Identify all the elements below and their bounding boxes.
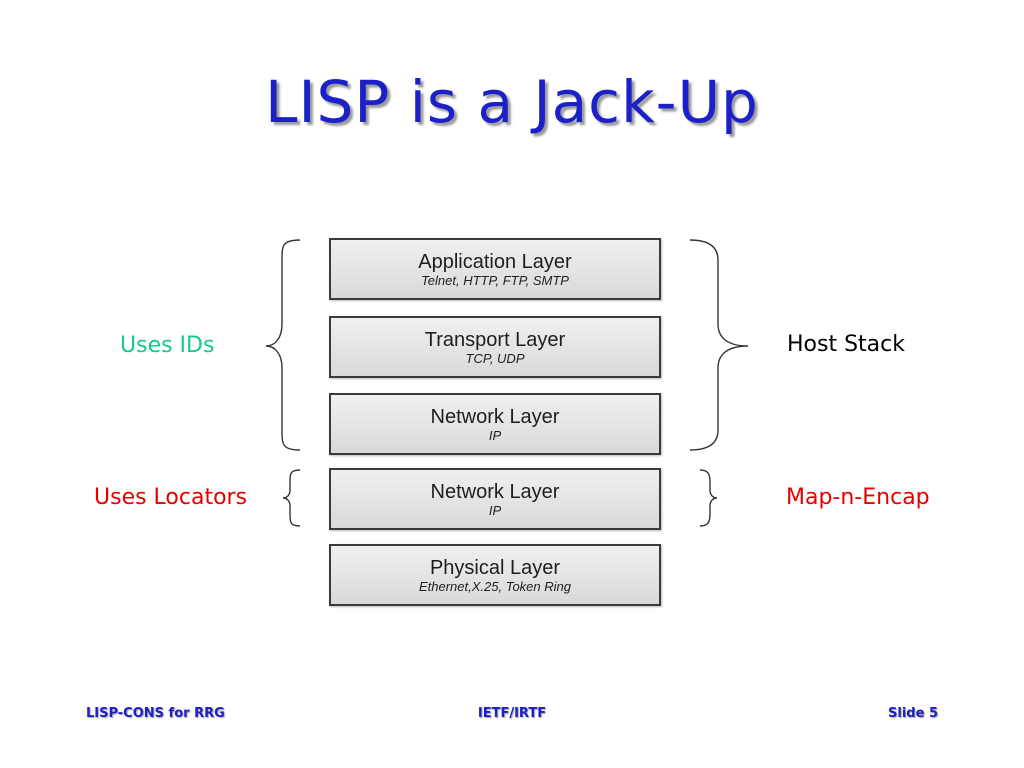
layer-transport: Transport Layer TCP, UDP <box>329 316 661 378</box>
footer-center: IETF/IRTF <box>477 706 547 721</box>
layer-name: Network Layer <box>430 481 560 503</box>
map-n-encap-label: Map-n-Encap <box>786 485 930 510</box>
footer-left: LISP-CONS for RRG <box>86 706 225 721</box>
layer-application: Application Layer Telnet, HTTP, FTP, SMT… <box>329 238 661 300</box>
layer-name: Transport Layer <box>424 329 566 351</box>
layer-physical: Physical Layer Ethernet,X.25, Token Ring <box>329 544 661 606</box>
layer-name: Application Layer <box>418 251 572 273</box>
layer-protocols: TCP, UDP <box>465 351 525 366</box>
layer-protocols: IP <box>488 503 502 518</box>
layer-network-locator: Network Layer IP <box>329 468 661 530</box>
right-brace-small <box>699 469 718 527</box>
slide-title: LISP is a Jack-Up <box>265 68 759 136</box>
right-brace-large <box>689 239 749 451</box>
layer-protocols: IP <box>488 428 502 443</box>
uses-ids-label: Uses IDs <box>120 333 215 358</box>
uses-locators-label: Uses Locators <box>94 485 248 510</box>
layer-protocols: Ethernet,X.25, Token Ring <box>418 579 571 594</box>
host-stack-label: Host Stack <box>787 332 905 357</box>
layer-name: Network Layer <box>430 406 560 428</box>
left-brace-large <box>265 239 301 451</box>
left-brace-small <box>282 469 301 527</box>
layer-network-host: Network Layer IP <box>329 393 661 455</box>
layer-protocols: Telnet, HTTP, FTP, SMTP <box>421 273 569 288</box>
footer-slide-number: Slide 5 <box>888 706 938 721</box>
layer-name: Physical Layer <box>429 557 561 579</box>
